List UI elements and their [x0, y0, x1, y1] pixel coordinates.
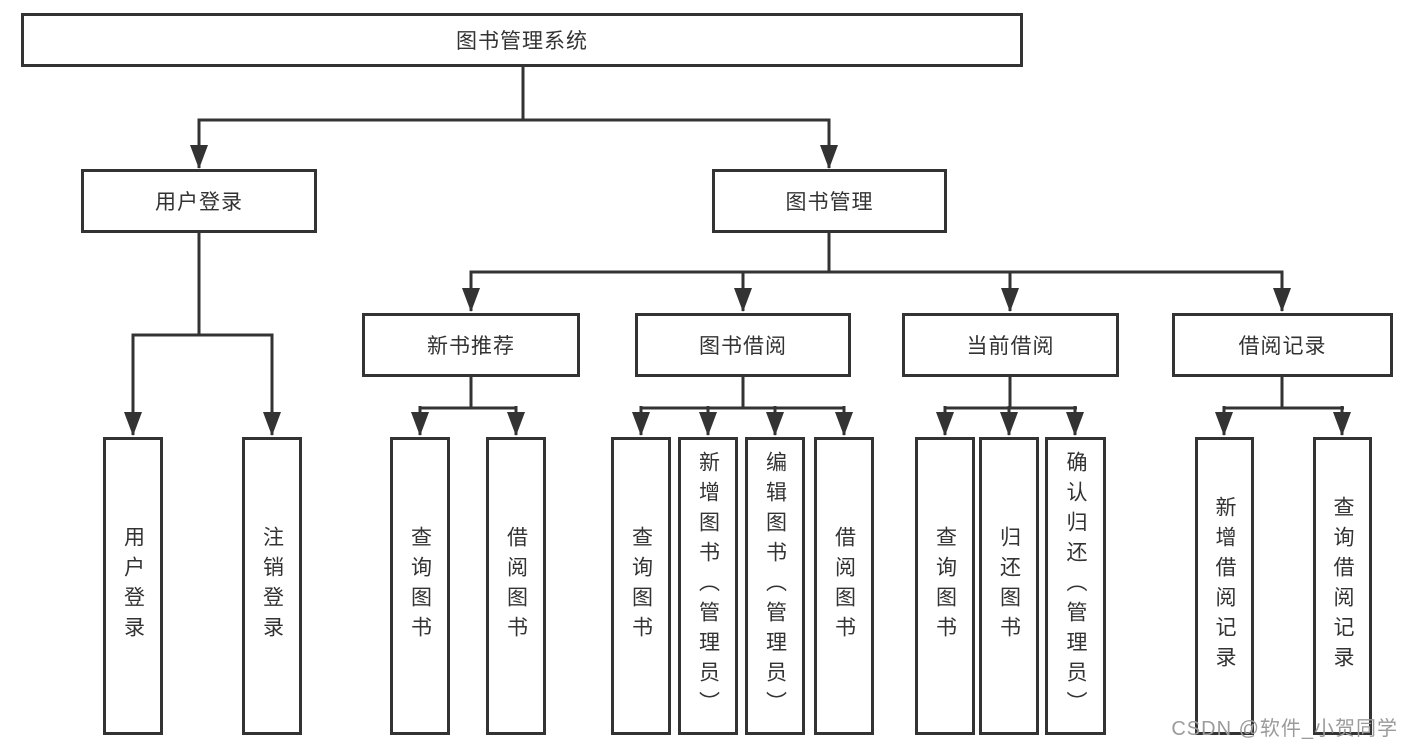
node-borrow-records: 借阅记录 [1172, 313, 1393, 377]
leaf-logout: 注销登录 [242, 437, 302, 735]
leaf-query-borrow-record: 查询借阅记录 [1313, 437, 1372, 735]
leaf-return-books: 归还图书 [979, 437, 1039, 735]
leaf-newbook-borrow-books: 借阅图书 [486, 437, 546, 735]
node-label: 图书借阅 [699, 335, 787, 358]
leaf-label: 查询借阅记录 [1331, 496, 1354, 676]
leaf-label: 借阅图书 [504, 526, 528, 646]
leaf-edit-books-admin: 编辑图书（管理员） [745, 437, 805, 735]
leaf-label: 查询图书 [933, 526, 957, 646]
leaf-label: 新增借阅记录 [1213, 496, 1236, 676]
node-user-login: 用户登录 [81, 169, 317, 233]
leaf-label: 注销登录 [260, 526, 284, 646]
leaf-label: 用户登录 [121, 526, 145, 646]
node-label: 借阅记录 [1238, 335, 1327, 358]
leaf-label: 借阅图书 [832, 526, 856, 646]
node-book-borrow: 图书借阅 [635, 313, 851, 377]
leaf-label: 编辑图书（管理员） [763, 451, 787, 721]
node-current-borrow: 当前借阅 [902, 313, 1119, 377]
csdn-watermark: CSDN @软件_小贺同学 [1171, 718, 1398, 740]
leaf-newbook-query-books: 查询图书 [390, 437, 450, 735]
node-label: 图书管理 [785, 191, 874, 214]
leaf-borrow-books: 借阅图书 [814, 437, 874, 735]
node-library-management-system: 图书管理系统 [21, 13, 1023, 67]
leaf-user-login: 用户登录 [103, 437, 163, 735]
leaf-confirm-return-admin: 确认归还（管理员） [1045, 437, 1106, 735]
leaf-label: 查询图书 [629, 526, 653, 646]
leaf-label: 确认归还（管理员） [1064, 451, 1087, 721]
leaf-current-query-books: 查询图书 [915, 437, 975, 735]
leaf-add-books-admin: 新增图书（管理员） [678, 437, 738, 735]
node-label: 新书推荐 [427, 335, 515, 358]
node-label: 图书管理系统 [456, 30, 588, 53]
leaf-label: 新增图书（管理员） [696, 451, 720, 721]
node-new-book-recommend: 新书推荐 [362, 313, 580, 377]
leaf-borrow-query-books: 查询图书 [611, 437, 671, 735]
leaf-add-borrow-record: 新增借阅记录 [1195, 437, 1254, 735]
node-label: 用户登录 [155, 191, 243, 214]
node-label: 当前借阅 [966, 335, 1055, 358]
node-book-management: 图书管理 [712, 169, 947, 233]
leaf-label: 查询图书 [408, 526, 432, 646]
leaf-label: 归还图书 [997, 526, 1021, 646]
